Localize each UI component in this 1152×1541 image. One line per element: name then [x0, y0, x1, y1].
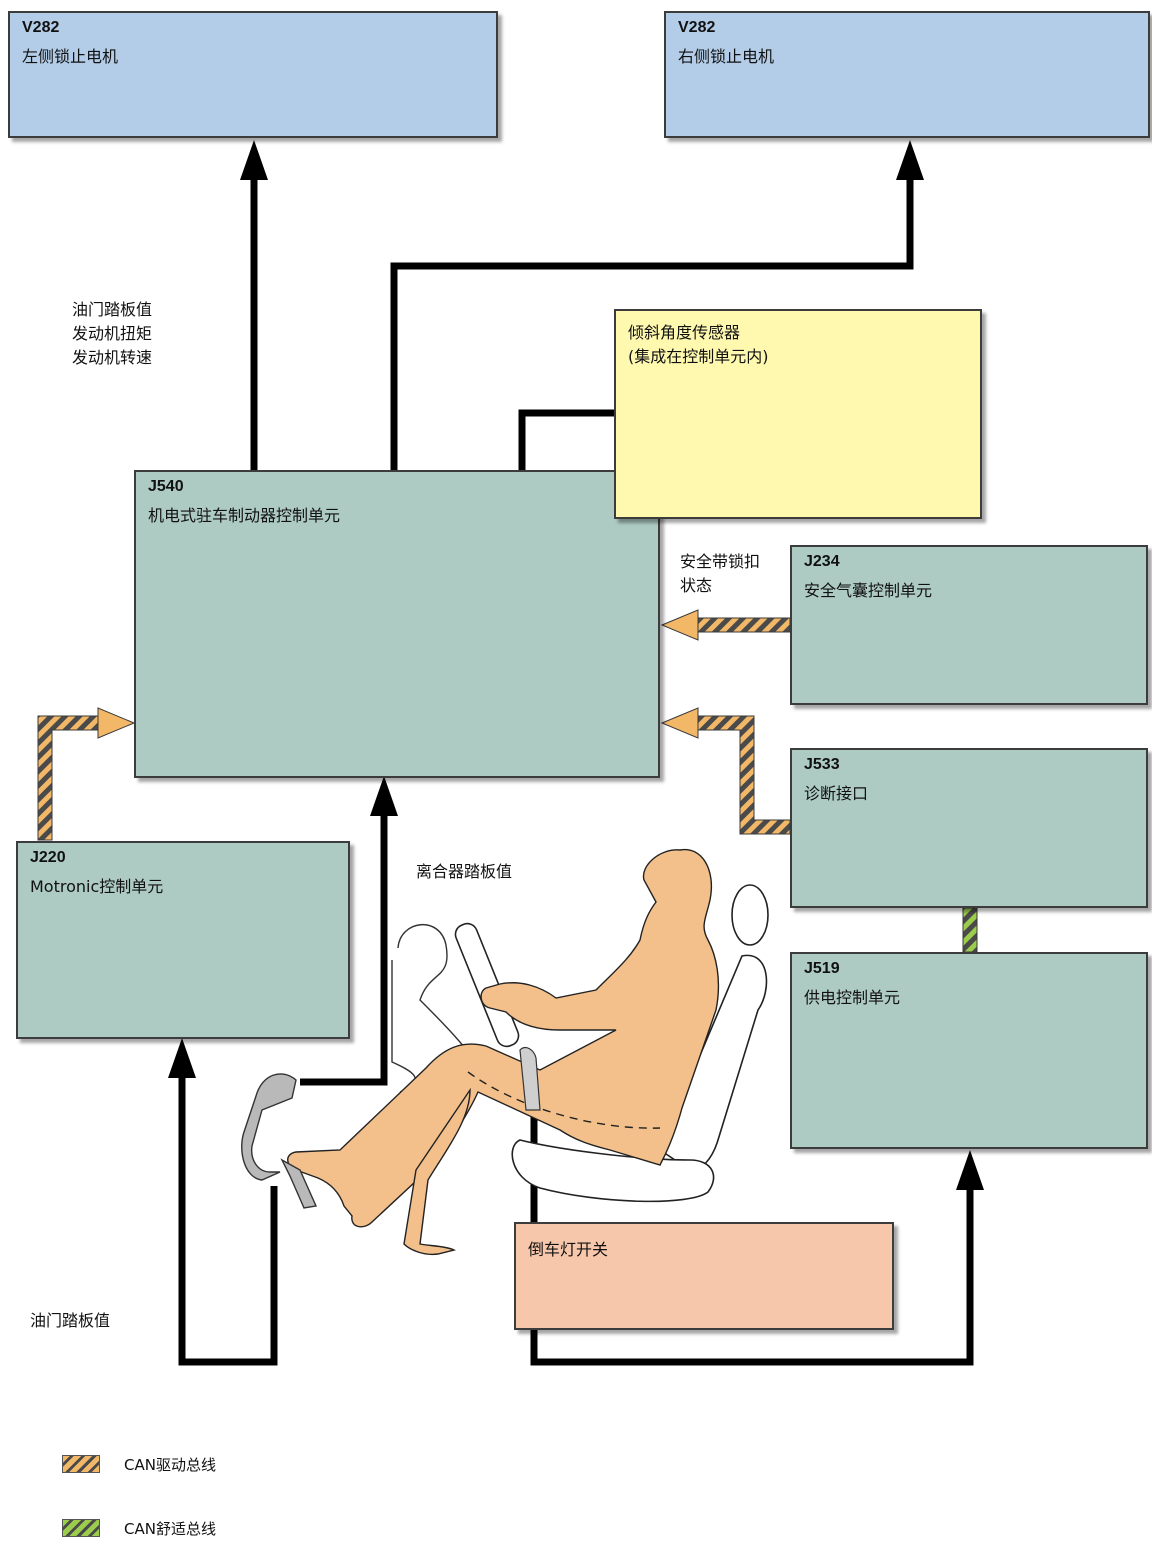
can-j533-to-j540	[693, 715, 791, 835]
dashboard-outline-2	[391, 960, 416, 1093]
reverse-switch-lever	[519, 1046, 541, 1111]
seatbelt-line-2: 状态	[680, 576, 713, 595]
seatbelt-line-1: 安全带锁扣	[680, 552, 761, 571]
arrow-right-motor	[896, 140, 924, 180]
j234-code: J234	[804, 553, 840, 570]
legend-can-drive-swatch	[62, 1455, 100, 1473]
legend-can-comfort-label: CAN舒适总线	[124, 1520, 216, 1538]
j540-name: 机电式驻车制动器控制单元	[148, 506, 341, 525]
arrow-clutch	[370, 776, 398, 816]
j519-power-supply-control-unit-box: J519 供电控制单元	[790, 952, 1148, 1149]
headrest	[731, 884, 769, 946]
tilt-sensor-box: 倾斜角度传感器 (集成在控制单元内)	[614, 309, 982, 519]
left-locking-motor-box: V282 左侧锁止电机	[8, 11, 498, 138]
left-motor-name: 左侧锁止电机	[22, 47, 119, 66]
line-pedal-to-j540	[300, 812, 388, 1086]
engine-signals-label: 油门踏板值 发动机扭矩 发动机转速	[72, 298, 152, 370]
line-accel-to-j220	[178, 1075, 278, 1366]
j533-code: J533	[804, 756, 840, 773]
signal-accelerator-value: 油门踏板值	[72, 300, 153, 319]
arrow-accel	[168, 1038, 196, 1078]
j540-parking-brake-control-unit-box: J540 机电式驻车制动器控制单元	[134, 470, 660, 778]
accelerator-pedal-value-label: 油门踏板值	[30, 1311, 111, 1330]
arrow-j519	[956, 1150, 984, 1190]
j220-name: Motronic控制单元	[30, 877, 164, 896]
right-motor-code: V282	[678, 19, 716, 36]
j533-diagnostic-interface-box: J533 诊断接口	[790, 748, 1148, 908]
reverse-switch-name: 倒车灯开关	[528, 1240, 609, 1259]
j540-code: J540	[148, 478, 184, 495]
arrow-left-motor	[240, 140, 268, 180]
right-motor-name: 右侧锁止电机	[678, 47, 775, 66]
can-j234-to-j540	[693, 617, 791, 633]
clutch-pedal-value-label: 离合器踏板值	[416, 862, 513, 881]
j220-code: J220	[30, 849, 66, 866]
steering-wheel	[454, 922, 520, 1048]
j234-airbag-control-unit-box: J234 安全气囊控制单元	[790, 545, 1148, 705]
lower-leg	[403, 1087, 471, 1256]
can-j533-to-j519	[962, 907, 978, 953]
legend-can-drive-label: CAN驱动总线	[124, 1456, 216, 1474]
seatbelt-status-label: 安全带锁扣 状态	[680, 550, 760, 598]
legend-can-comfort-swatch	[62, 1519, 100, 1537]
signal-engine-speed: 发动机转速	[72, 348, 153, 367]
accelerator-pedal	[280, 1158, 318, 1209]
signal-engine-torque: 发动机扭矩	[72, 324, 153, 343]
line-j540-to-right-motor	[390, 178, 914, 470]
can-j220-to-j540	[37, 715, 105, 841]
can-arrow-j533	[660, 707, 699, 739]
tilt-sensor-name: 倾斜角度传感器	[628, 323, 741, 342]
j234-name: 安全气囊控制单元	[804, 581, 933, 600]
j519-name: 供电控制单元	[804, 988, 901, 1007]
can-arrow-j220	[97, 707, 136, 739]
seat-cushion	[511, 1139, 715, 1203]
tilt-sensor-note: (集成在控制单元内)	[628, 347, 769, 366]
clutch-pedal	[241, 1073, 297, 1181]
dashboard-outline	[397, 924, 481, 1081]
right-locking-motor-box: V282 右侧锁止电机	[664, 11, 1150, 138]
can-arrow-j234	[660, 609, 699, 641]
j519-code: J519	[804, 960, 840, 977]
can-bus-lines	[37, 609, 978, 953]
j533-name: 诊断接口	[804, 784, 869, 803]
left-motor-code: V282	[22, 19, 60, 36]
driver-illustration	[241, 848, 769, 1256]
j220-motronic-control-unit-box: J220 Motronic控制单元	[16, 841, 350, 1039]
seatbelt-dashed	[467, 1071, 661, 1129]
reverse-light-switch-box: 倒车灯开关	[514, 1222, 894, 1330]
